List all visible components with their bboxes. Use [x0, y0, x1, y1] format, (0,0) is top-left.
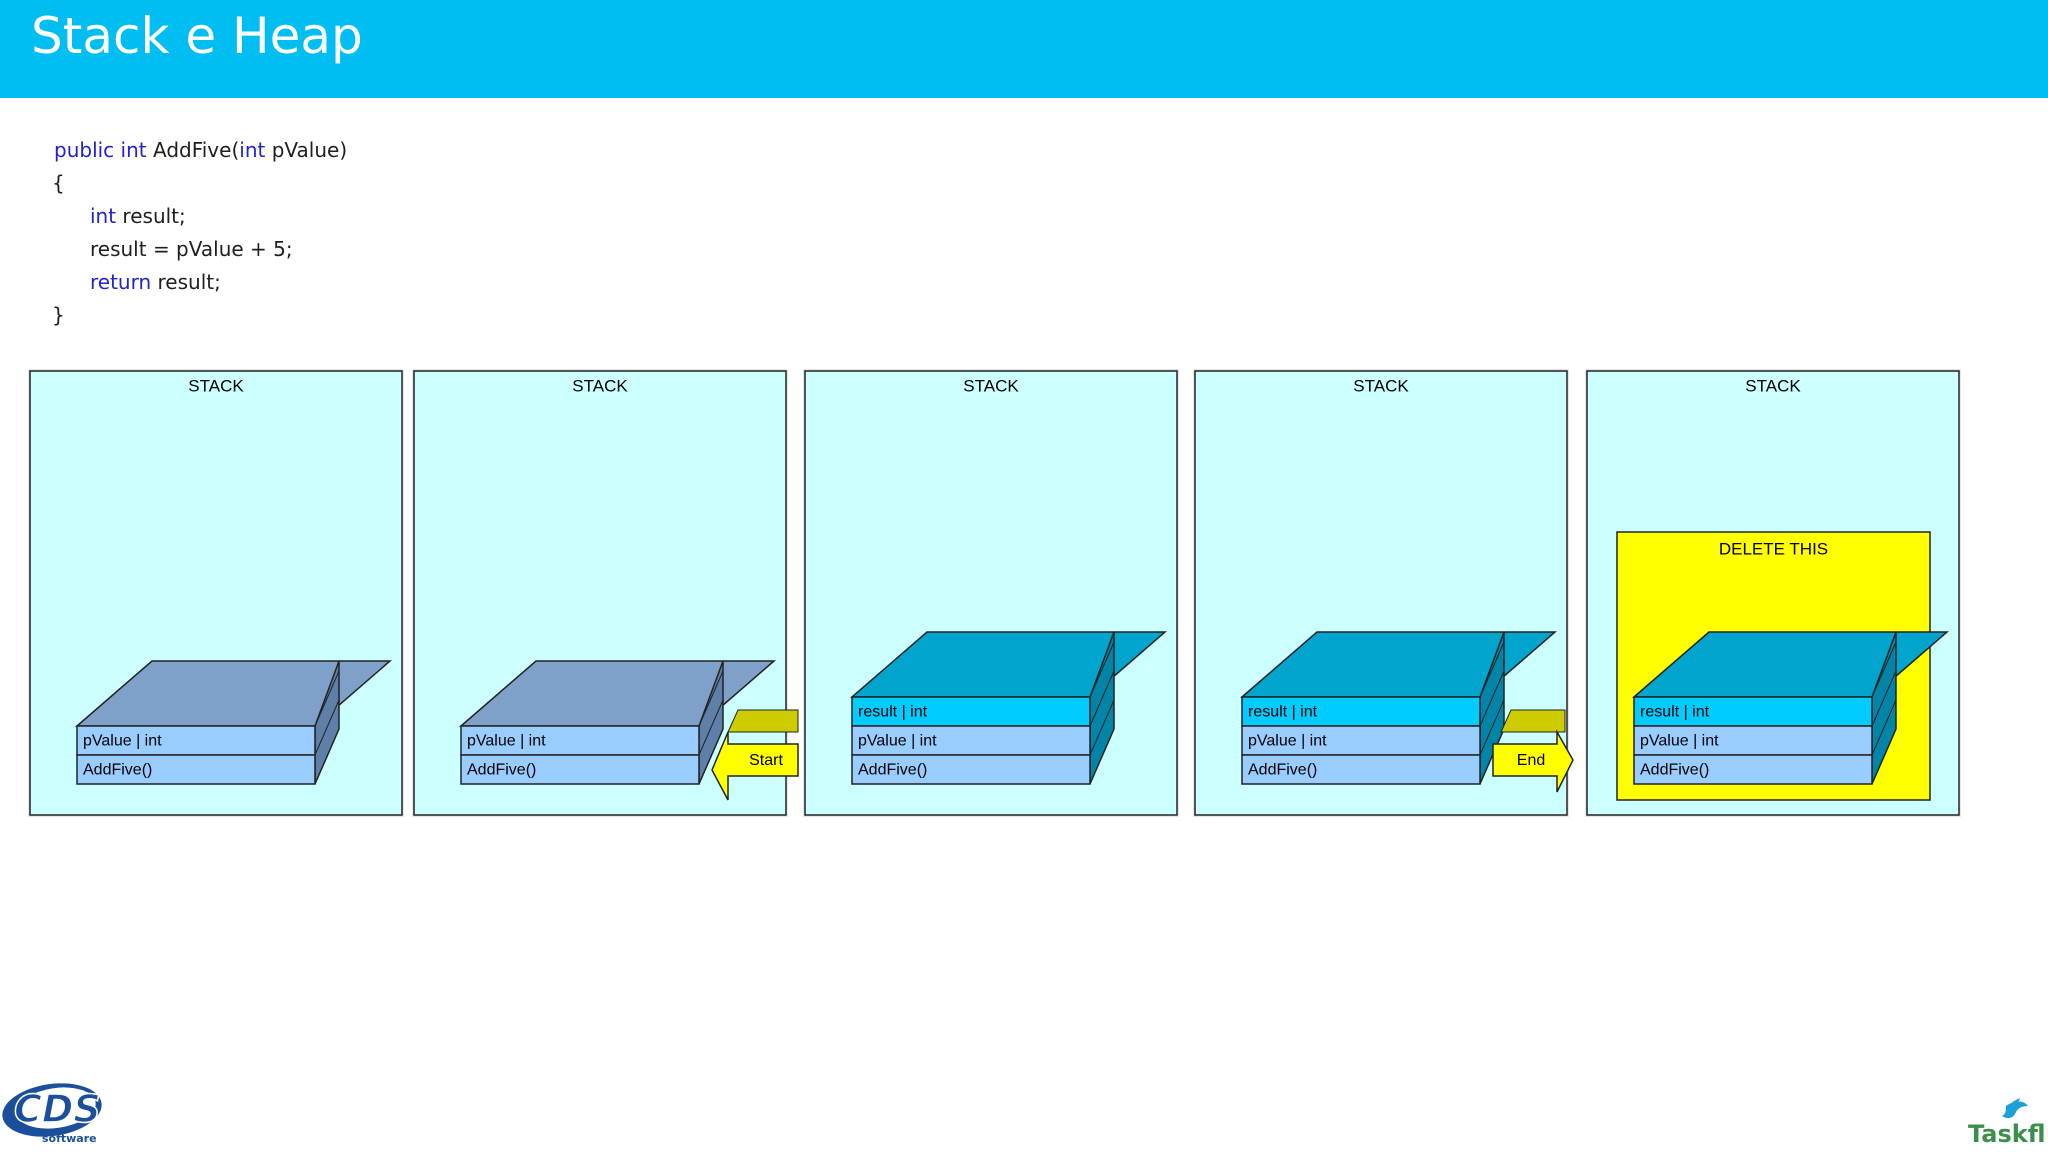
stack-row	[460, 754, 700, 785]
stack-row-label: AddFive()	[858, 762, 927, 779]
stack-box-side-edge	[1089, 699, 1115, 756]
end-arrow-label: End	[1517, 752, 1545, 769]
code-line: {	[52, 170, 65, 196]
stack-row-label: result | int	[1248, 704, 1318, 721]
stack-box-side-edge	[1479, 670, 1505, 727]
taskfly-logo: Taskfly	[1968, 1098, 2046, 1148]
code-keyword: public	[54, 138, 115, 162]
stack-row-label: AddFive()	[467, 762, 536, 779]
stack-box-side-edge	[1479, 699, 1505, 756]
code-line: int result;	[90, 203, 186, 229]
panel-title: STACK	[963, 376, 1019, 395]
stack-box-side-edge	[1089, 670, 1115, 727]
stack-box-side-edge	[698, 670, 724, 727]
stack-box-side-edge	[1479, 641, 1505, 698]
stack-row	[1241, 754, 1481, 785]
code-line: return result;	[90, 269, 221, 295]
stack-row	[851, 696, 1091, 727]
delete-label: DELETE THIS	[1719, 539, 1828, 558]
code-text: pValue)	[265, 138, 348, 162]
code-line: public int AddFive(int pValue)	[54, 137, 347, 163]
cds-logo-subtext: software	[42, 1132, 97, 1145]
stack-row	[76, 754, 316, 785]
code-text: result;	[116, 204, 186, 228]
stack-row	[1633, 725, 1873, 756]
stack-row-label: AddFive()	[83, 762, 152, 779]
stack-row	[1633, 696, 1873, 727]
code-text: result = pValue + 5;	[90, 237, 293, 261]
code-keyword: int	[90, 204, 117, 228]
stack-row	[460, 725, 700, 756]
code-text: result;	[151, 270, 221, 294]
title-bar: Stack e Heap	[0, 0, 2048, 98]
stack-row-label: pValue | int	[1640, 733, 1719, 750]
start-arrow	[711, 731, 799, 801]
stack-box-side-edge	[1871, 699, 1897, 756]
stack-row	[1241, 696, 1481, 727]
stack-row-label: result | int	[858, 704, 928, 721]
code-text: {	[52, 171, 65, 195]
stack-box-side-edge	[698, 699, 724, 756]
stack-box-side-edge	[1871, 641, 1897, 698]
panel-title: STACK	[572, 376, 628, 395]
code-keyword: return	[90, 270, 152, 294]
code-text: }	[52, 303, 65, 327]
stack-row-label: AddFive()	[1248, 762, 1317, 779]
stack-row-label: result | int	[1640, 704, 1710, 721]
stack-box-side-edge	[1871, 670, 1897, 727]
stack-row-label: pValue | int	[467, 733, 546, 750]
code-keyword: int	[239, 138, 266, 162]
stack-box-side-edge	[314, 699, 340, 756]
stack-row-label: pValue | int	[1248, 733, 1327, 750]
stack-panel: STACK DELETE THIS result | int pValue | int…	[1585, 369, 1961, 817]
panel-title: STACK	[188, 376, 244, 395]
end-arrow	[1492, 729, 1574, 793]
stack-box-side-edge	[1089, 641, 1115, 698]
code-text: AddFive(	[146, 138, 240, 162]
stack-row	[851, 754, 1091, 785]
stack-row-label: pValue | int	[858, 733, 937, 750]
stack-row-label: pValue | int	[83, 733, 162, 750]
panel-title: STACK	[1745, 376, 1801, 395]
start-arrow-label: Start	[749, 752, 783, 769]
stack-row	[1633, 754, 1873, 785]
code-keyword: int	[120, 138, 147, 162]
stack-row	[851, 725, 1091, 756]
taskfly-logo-text: Taskfly	[1968, 1120, 2046, 1148]
slide-title: Stack e Heap	[31, 7, 363, 65]
cds-software-logo: CDS software	[2, 1083, 102, 1145]
stack-box-side-edge	[314, 670, 340, 727]
code-line: }	[52, 302, 65, 328]
stack-row	[1241, 725, 1481, 756]
start-arrow-top	[727, 709, 799, 733]
stack-row-label: AddFive()	[1640, 762, 1709, 779]
panel-title: STACK	[1353, 376, 1409, 395]
cds-logo-text: CDS	[14, 1087, 101, 1131]
code-line: result = pValue + 5;	[90, 236, 293, 262]
end-arrow-top	[1500, 709, 1566, 733]
